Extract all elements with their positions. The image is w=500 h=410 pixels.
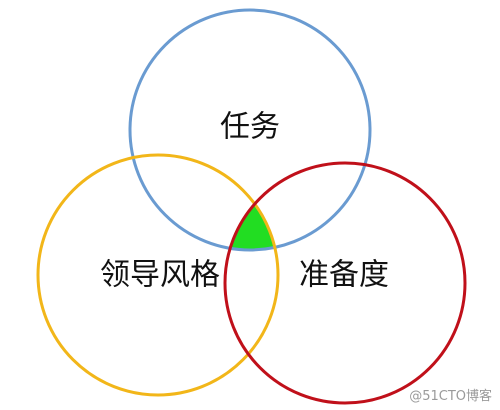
label-task: 任务: [220, 110, 280, 145]
circle-readiness: [223, 161, 467, 405]
circle-leadership: [36, 153, 280, 397]
circle-task: [128, 8, 372, 252]
label-readiness: 准备度: [299, 258, 389, 293]
label-leadership: 领导风格: [100, 258, 220, 293]
watermark: @51CTO博客: [409, 388, 492, 404]
